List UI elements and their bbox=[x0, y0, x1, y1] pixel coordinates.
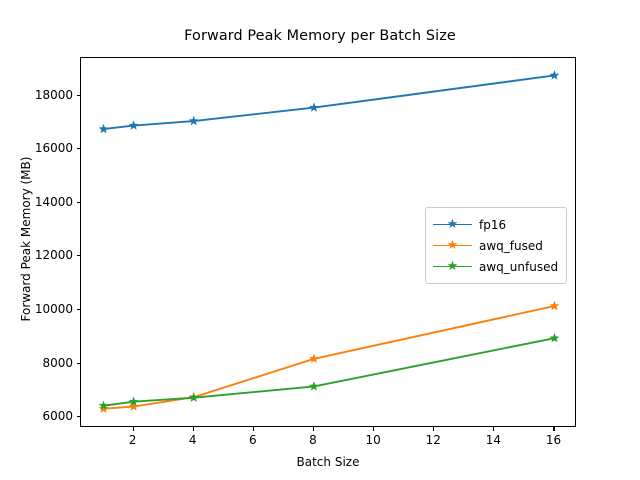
x-tick-mark bbox=[433, 427, 435, 431]
legend-star-icon: ★ bbox=[446, 237, 459, 253]
data-point-marker bbox=[549, 332, 560, 343]
legend-line bbox=[433, 244, 472, 247]
y-tick-label: 8000 bbox=[42, 355, 73, 370]
data-point-marker bbox=[309, 381, 319, 391]
legend-label: awq_fused bbox=[479, 238, 543, 253]
data-point-marker bbox=[98, 123, 109, 134]
y-tick-mark bbox=[76, 362, 80, 364]
data-point-marker bbox=[549, 300, 560, 311]
data-point-marker bbox=[128, 401, 139, 411]
data-point-marker bbox=[309, 353, 319, 364]
y-tick-mark bbox=[76, 416, 80, 418]
x-tick-mark bbox=[373, 427, 375, 431]
y-tick-label: 16000 bbox=[34, 141, 73, 156]
legend-swatch-icon: ★ bbox=[433, 239, 472, 253]
legend-label: awq_unfused bbox=[479, 259, 559, 274]
y-tick-mark bbox=[76, 148, 80, 150]
legend-item-awq_unfused[interactable]: ★ awq_unfused bbox=[433, 256, 558, 277]
x-axis-tick-labels: 2 4 6 8 10 12 14 16 bbox=[0, 434, 640, 450]
series-awq_fused bbox=[98, 300, 560, 413]
series-awq_unfused bbox=[98, 332, 560, 410]
data-point-marker bbox=[188, 392, 199, 402]
y-tick-mark bbox=[76, 255, 80, 257]
y-axis-label: Forward Peak Memory (MB) bbox=[19, 156, 33, 322]
plot-area bbox=[80, 57, 576, 427]
y-tick-mark bbox=[76, 309, 80, 311]
legend-star-icon: ★ bbox=[446, 258, 459, 274]
legend-line bbox=[433, 223, 472, 226]
series-line bbox=[102, 74, 556, 130]
x-tick-label: 12 bbox=[425, 433, 441, 447]
x-tick-mark bbox=[493, 427, 495, 431]
series-line bbox=[102, 305, 556, 410]
y-axis-tick-labels: 6000 8000 10000 12000 14000 16000 18000 bbox=[0, 0, 73, 480]
data-point-marker bbox=[309, 102, 319, 112]
x-tick-label: 4 bbox=[188, 433, 197, 447]
legend-item-fp16[interactable]: ★ fp16 bbox=[433, 214, 558, 235]
data-point-marker bbox=[128, 120, 139, 130]
x-tick-label: 14 bbox=[485, 433, 501, 447]
y-tick-label: 6000 bbox=[42, 409, 73, 424]
x-tick-mark bbox=[553, 427, 555, 431]
legend-swatch-icon: ★ bbox=[433, 260, 472, 274]
data-point-marker bbox=[98, 400, 109, 410]
x-axis-label: Batch Size bbox=[296, 455, 360, 469]
y-tick-mark bbox=[76, 94, 80, 96]
y-tick-label: 18000 bbox=[34, 87, 73, 102]
x-tick-label: 16 bbox=[545, 433, 562, 447]
y-tick-label: 14000 bbox=[34, 194, 73, 209]
x-tick-mark bbox=[312, 427, 315, 431]
chart-legend: ★ fp16 ★ awq_fused ★ awq_unfused bbox=[425, 207, 568, 284]
data-point-marker bbox=[549, 70, 560, 80]
legend-line bbox=[433, 265, 472, 268]
x-tick-mark bbox=[252, 427, 254, 431]
x-tick-label: 10 bbox=[365, 433, 381, 447]
data-point-marker bbox=[98, 403, 109, 413]
x-tick-label: 8 bbox=[309, 433, 317, 447]
series-line bbox=[102, 337, 556, 407]
y-tick-label: 12000 bbox=[34, 248, 73, 263]
y-tick-mark bbox=[76, 201, 80, 203]
chart-title: Forward Peak Memory per Batch Size bbox=[184, 28, 456, 44]
plot-series-svg bbox=[98, 70, 560, 413]
x-tick-label: 6 bbox=[249, 433, 257, 447]
x-tick-mark bbox=[132, 427, 134, 431]
x-tick-mark bbox=[192, 427, 194, 431]
x-tick-label: 2 bbox=[128, 433, 137, 447]
series-fp16 bbox=[98, 70, 560, 134]
legend-swatch-icon: ★ bbox=[433, 218, 472, 232]
data-point-marker bbox=[188, 115, 199, 126]
legend-star-icon: ★ bbox=[446, 216, 459, 232]
legend-item-awq_fused[interactable]: ★ awq_fused bbox=[433, 235, 558, 256]
data-point-marker bbox=[128, 396, 139, 406]
y-tick-label: 10000 bbox=[34, 302, 73, 317]
legend-label: fp16 bbox=[479, 217, 507, 232]
